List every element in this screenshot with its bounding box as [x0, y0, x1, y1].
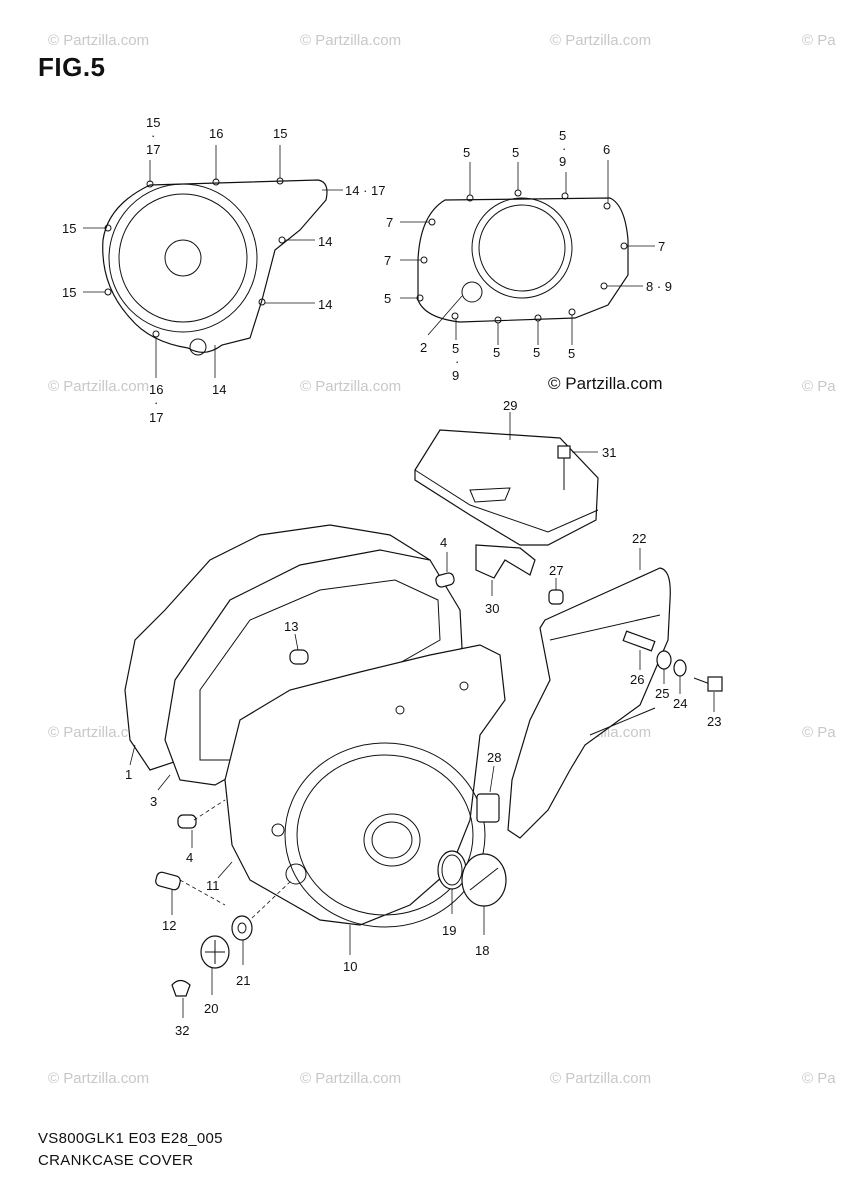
callout-5: 5: [568, 346, 575, 361]
part-4-dowel: [435, 552, 455, 588]
callout-5: 5: [493, 345, 500, 360]
part-28-grommet: [476, 765, 500, 823]
part-12-dowel: [155, 871, 181, 915]
callout-5: 5: [533, 345, 540, 360]
callout-14-17: 14 · 17: [345, 183, 385, 198]
watermark: © Partzilla.com: [300, 32, 402, 49]
callout-7: 7: [386, 215, 393, 230]
generator-cover-gasket: [102, 177, 328, 356]
part-10-crankcase-cover: [224, 644, 506, 955]
clutch-cover-gasket: [416, 189, 629, 324]
callout-17: 17: [149, 410, 163, 425]
callout-8-9: 8 · 9: [646, 279, 672, 294]
part-25-grommet: [656, 650, 672, 684]
callout-28: 28: [487, 750, 501, 765]
watermark: © Partzilla.com: [48, 1070, 150, 1087]
watermark: © Partzilla.com: [48, 32, 150, 49]
part-4-dowel: [177, 814, 197, 848]
part-26-collar: [622, 630, 656, 670]
part-32-cap: [171, 979, 191, 1018]
callout-27: 27: [549, 563, 563, 578]
callout-5: 5: [463, 145, 470, 160]
callout-2: 2: [420, 340, 427, 355]
watermark: © Pa: [802, 724, 836, 741]
callout-4: 4: [440, 535, 447, 550]
watermark: © Partzilla.com: [48, 724, 150, 741]
callout-23: 23: [707, 714, 721, 729]
callout-18: 18: [475, 943, 489, 958]
callout-9: 9: [559, 154, 566, 169]
part-20-bolt: [200, 935, 230, 995]
watermark: © Pa: [802, 378, 836, 395]
callout-31: 31: [602, 445, 616, 460]
callout-14: 14: [212, 382, 226, 397]
callout-7: 7: [658, 239, 665, 254]
callout-30: 30: [485, 601, 499, 616]
part-21-washer: [231, 915, 253, 965]
callout-15: 15: [146, 115, 160, 130]
part-23-bolt: [693, 676, 723, 712]
watermark: © Partzilla.com: [300, 1070, 402, 1087]
watermark: © Pa: [802, 32, 836, 49]
callout-19: 19: [442, 923, 456, 938]
watermark: © Partzilla.com: [550, 32, 652, 49]
watermark: © Partzilla.com: [550, 1070, 652, 1087]
callout-21: 21: [236, 973, 250, 988]
part-13-dowel: [289, 633, 309, 665]
part-19-o-ring: [437, 850, 467, 914]
callout-32: 32: [175, 1023, 189, 1038]
callout-26: 26: [630, 672, 644, 687]
callout-dot: ·: [562, 141, 566, 156]
callout-11: 11: [206, 878, 220, 893]
callout-22: 22: [632, 531, 646, 546]
callout-5: 5: [559, 128, 566, 143]
diagram-name: CRANKCASE COVER: [38, 1152, 194, 1169]
watermark: © Partzilla.com: [48, 378, 150, 395]
watermark: © Pa: [802, 1070, 836, 1087]
callout-15: 15: [62, 285, 76, 300]
callout-7: 7: [384, 253, 391, 268]
callout-5: 5: [452, 341, 459, 356]
part-27-grommet: [548, 578, 564, 605]
callout-16: 16: [149, 382, 163, 397]
callout-dot: ·: [455, 354, 459, 369]
callout-20: 20: [204, 1001, 218, 1016]
callout-15: 15: [273, 126, 287, 141]
callout-4: 4: [186, 850, 193, 865]
callout-3: 3: [150, 794, 157, 809]
part-29-top-cover: [414, 412, 599, 546]
watermark: © Partzilla.com: [300, 378, 402, 395]
callout-13: 13: [284, 619, 298, 634]
callout-16: 16: [209, 126, 223, 141]
callout-29: 29: [503, 398, 517, 413]
part-31-bolt: [557, 445, 598, 490]
callout-10: 10: [343, 959, 357, 974]
callout-14: 14: [318, 297, 332, 312]
callout-24: 24: [673, 696, 687, 711]
copyright-notice: © Partzilla.com: [548, 374, 663, 393]
diagram-code: VS800GLK1 E03 E28_005: [38, 1130, 223, 1147]
callout-12: 12: [162, 918, 176, 933]
callout-1: 1: [125, 767, 132, 782]
callout-14: 14: [318, 234, 332, 249]
part-22-side-cover: [507, 548, 671, 839]
callout-15: 15: [62, 221, 76, 236]
callout-25: 25: [655, 686, 669, 701]
figure-title: FIG.5: [38, 52, 106, 82]
part-18-plug: [461, 853, 507, 935]
callout-5: 5: [384, 291, 391, 306]
callout-6: 6: [603, 142, 610, 157]
part-30-bracket: [475, 544, 536, 596]
callout-17: 17: [146, 142, 160, 157]
callout-9: 9: [452, 368, 459, 383]
callout-5: 5: [512, 145, 519, 160]
part-24-washer: [673, 659, 687, 694]
callout-dot: ·: [154, 395, 158, 410]
callout-dot: ·: [151, 128, 155, 143]
